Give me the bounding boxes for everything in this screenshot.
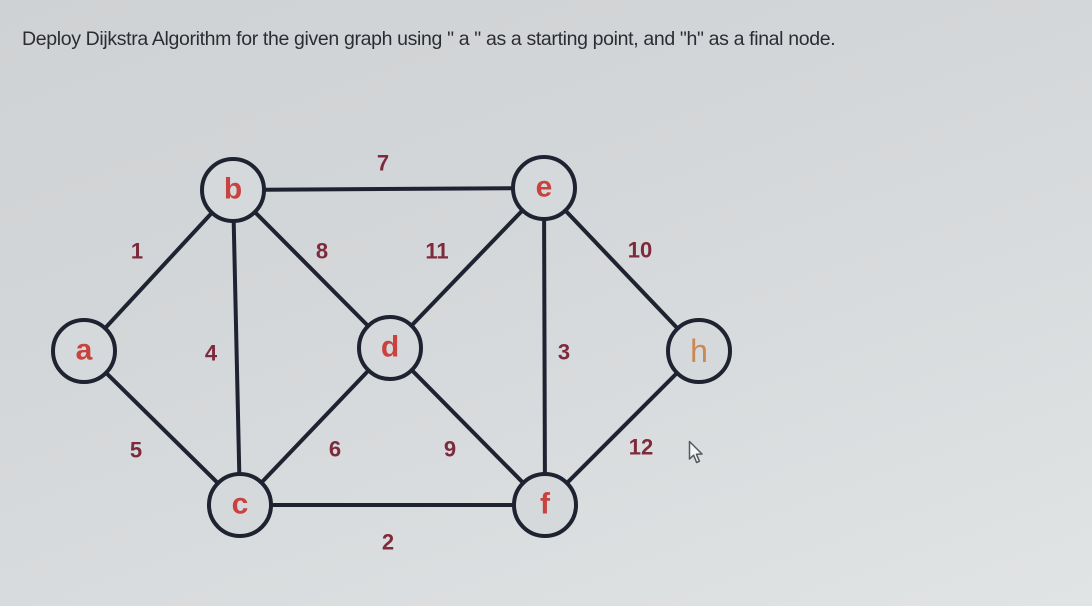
- node-circle-a: [51, 318, 117, 384]
- edge-weight-f-h: 12: [629, 435, 653, 460]
- edge-f-h: [564, 370, 680, 486]
- node-circle-h: [666, 318, 732, 384]
- question-text: Deploy Dijkstra Algorithm for the given …: [22, 28, 836, 50]
- edge-weight-a-c: 5: [130, 438, 142, 463]
- edge-weight-b-e: 7: [377, 151, 389, 176]
- edge-weights: 1 5 4 8 7 6 2 11 9 3 10 12: [130, 151, 653, 555]
- edge-weight-c-f: 2: [382, 530, 394, 555]
- node-circle-f: [512, 472, 578, 538]
- edge-c-d: [259, 368, 371, 485]
- graph-edges: [103, 186, 680, 507]
- node-label-h: h: [690, 333, 708, 369]
- node-circle-c: [207, 472, 273, 538]
- edge-b-d: [252, 209, 371, 329]
- graph-nodes: a b c d e f h: [51, 155, 732, 538]
- edge-weight-c-d: 6: [329, 437, 341, 462]
- node-circle-b: [200, 157, 266, 223]
- node-circle-e: [511, 155, 577, 221]
- node-a: a: [51, 318, 117, 384]
- node-b: b: [200, 157, 266, 223]
- node-h: h: [666, 318, 732, 384]
- edge-weight-d-e: 11: [425, 239, 448, 264]
- edge-weight-e-f: 3: [558, 340, 570, 365]
- edge-b-c: [231, 218, 242, 477]
- node-e: e: [511, 155, 577, 221]
- edge-b-e: [261, 186, 516, 192]
- mouse-cursor-icon: [688, 440, 703, 464]
- node-circle-d: [357, 315, 423, 381]
- edge-a-b: [103, 210, 214, 331]
- edge-weight-a-b: 1: [131, 239, 143, 264]
- node-label-c: c: [232, 488, 249, 521]
- node-label-e: e: [536, 171, 553, 204]
- node-d: d: [357, 315, 423, 381]
- edge-weight-e-h: 10: [628, 238, 652, 263]
- edge-e-f: [542, 216, 547, 477]
- edge-weight-d-f: 9: [444, 437, 456, 462]
- edge-e-h: [563, 208, 680, 331]
- node-label-f: f: [540, 488, 551, 521]
- node-c: c: [207, 472, 273, 538]
- edge-d-e: [409, 208, 525, 328]
- node-label-d: d: [381, 331, 399, 364]
- edge-a-c: [104, 370, 220, 486]
- node-f: f: [512, 472, 578, 538]
- edge-weight-b-c: 4: [205, 341, 218, 366]
- node-label-a: a: [76, 334, 93, 367]
- edge-weight-b-d: 8: [316, 239, 328, 264]
- node-label-b: b: [224, 173, 242, 206]
- edge-d-f: [409, 368, 526, 485]
